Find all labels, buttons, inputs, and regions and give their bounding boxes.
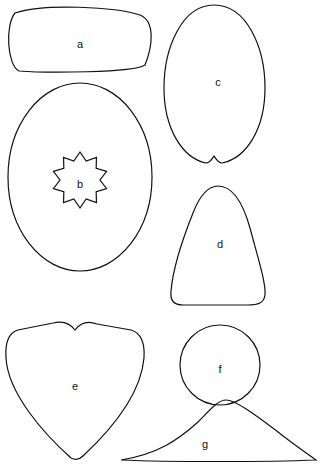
outline-path	[9, 7, 152, 72]
oval-shape: c	[162, 3, 267, 168]
shape-letter: c	[214, 76, 222, 88]
shape-letter: g	[201, 438, 209, 450]
round-shape: b	[5, 80, 155, 275]
shape-outline	[118, 392, 318, 464]
shape-letter: d	[216, 238, 224, 250]
outline-path	[171, 186, 265, 305]
outline-path	[6, 322, 144, 459]
triangle-shape: d	[168, 183, 268, 308]
outline-path	[8, 83, 152, 271]
oblong-shape: a	[5, 5, 153, 77]
shape-letter: a	[76, 38, 84, 50]
outline-path	[180, 325, 260, 405]
mound-shape: g	[118, 392, 318, 464]
shape-letter: b	[76, 178, 84, 190]
circle-shape: f	[178, 323, 262, 407]
shape-letter: f	[217, 363, 222, 375]
outline-path	[121, 400, 316, 462]
outline-path	[164, 5, 265, 163]
outline-path	[53, 152, 106, 208]
shape-letter: e	[71, 380, 79, 392]
heart-shape: e	[3, 318, 148, 463]
